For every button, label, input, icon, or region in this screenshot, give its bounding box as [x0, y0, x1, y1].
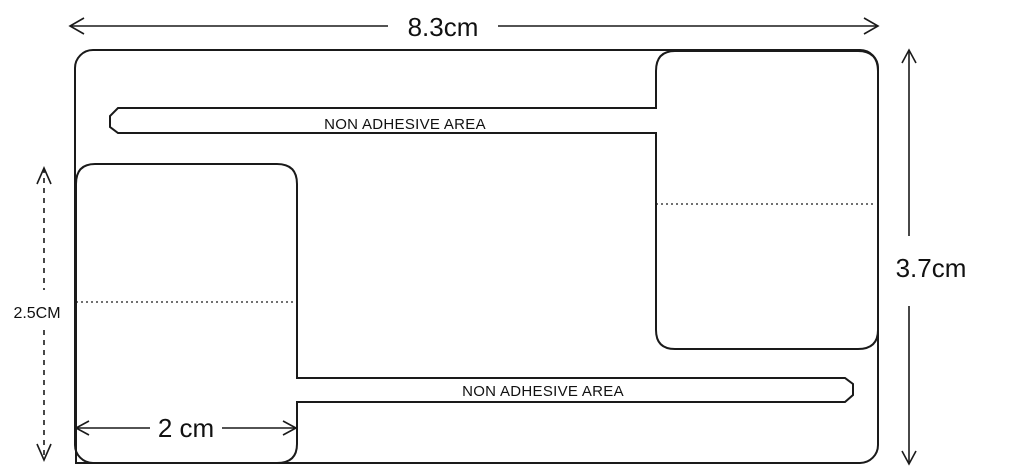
- bottom-strip-label: NON ADHESIVE AREA: [462, 383, 624, 400]
- left-tab-with-bottom-strip: [75, 163, 854, 464]
- tab-height-arrowhead-bottom: [36, 443, 52, 462]
- tab-height-arrowhead-top: [36, 166, 52, 185]
- width-arrowhead-right: [863, 17, 880, 35]
- height-arrowhead-top: [901, 48, 917, 64]
- width-dimension-label: 8.3cm: [408, 12, 479, 42]
- right-tab-with-top-strip: [109, 50, 879, 350]
- height-arrowhead-bottom: [901, 450, 917, 466]
- tab-width-arrowhead-left: [74, 420, 90, 436]
- top-strip-label: NON ADHESIVE AREA: [324, 116, 486, 133]
- tab-width-arrowhead-right: [282, 420, 298, 436]
- width-arrowhead-left: [68, 17, 85, 35]
- tab-height-dimension-label: 2.5CM: [13, 305, 60, 322]
- height-dimension-label: 3.7cm: [896, 253, 967, 283]
- tab-width-dimension-label: 2 cm: [158, 413, 214, 443]
